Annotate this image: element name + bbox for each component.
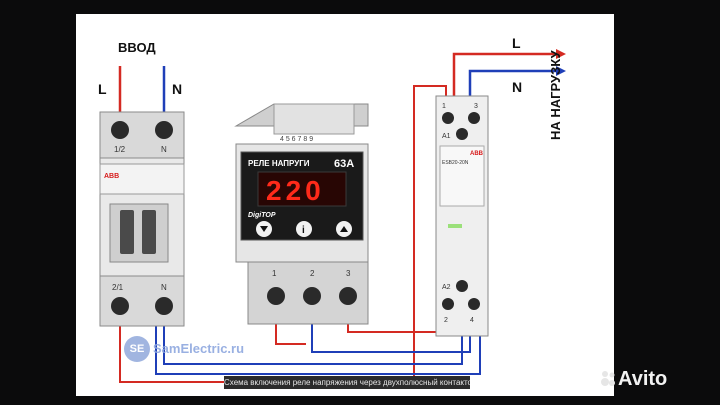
relay-screw-icon: [339, 287, 357, 305]
avito-logo-icon: [601, 371, 615, 386]
output-l-label: L: [512, 35, 521, 51]
relay-top-numbers: 4 5 6 7 8 9: [280, 136, 313, 143]
contactor-term-label: 2: [444, 317, 448, 324]
relay-rating: 63A: [334, 158, 354, 170]
avito-logo: Avito: [618, 368, 668, 390]
info-icon: i: [302, 225, 305, 236]
arrow-up-icon: [340, 226, 348, 232]
contactor-indicator: [448, 224, 462, 228]
caption: Схема включения реле напряжения через дв…: [224, 376, 470, 389]
breaker-screw-icon: [111, 297, 129, 315]
relay-title: РЕЛЕ НАПРУГИ: [248, 159, 310, 168]
relay-brand: DigiTOP: [248, 212, 276, 219]
relay-display: [257, 171, 347, 207]
breaker-screw-icon: [111, 121, 129, 139]
relay-term-label: 3: [346, 269, 351, 278]
contactor-coil-label: A1: [442, 133, 451, 140]
diagram-screen: ВВОД L N 1/2 N ABB 2/1 N 4 5 6 7 8 9 РЕЛ…: [76, 14, 614, 396]
breaker-screw-icon: [155, 121, 173, 139]
input-l-label: L: [98, 81, 107, 97]
output-phase-arrow: [556, 49, 566, 59]
input-label: ВВОД: [118, 40, 156, 55]
contactor-neutral-wire: [155, 314, 481, 375]
relay-voltage-readout: 220: [266, 175, 325, 206]
contactor-term-label: 1: [442, 103, 446, 110]
contactor-screw-icon: [442, 112, 454, 124]
contactor-screw-icon: [468, 298, 480, 310]
contactor-screw-icon: [442, 298, 454, 310]
breaker-term-label: N: [161, 283, 167, 292]
output-n-label: N: [512, 79, 522, 95]
relay-term-label: 2: [310, 269, 315, 278]
neutral-feed-wire: [163, 314, 463, 365]
voltage-relay: 4 5 6 7 8 9 РЕЛЕ НАПРУГИ 63A 220 DigiTOP…: [234, 103, 369, 325]
contactor-screw-icon: [468, 112, 480, 124]
contactor-term-label: 4: [470, 317, 474, 324]
breaker-term-label: 1/2: [114, 145, 126, 154]
wiring-diagram: ВВОД L N 1/2 N ABB 2/1 N 4 5 6 7 8 9 РЕЛ…: [98, 35, 566, 383]
watermark-badge: SE: [124, 336, 150, 362]
input-n-label: N: [172, 81, 182, 97]
contactor-screw-icon: [456, 280, 468, 292]
output-neutral-arrow: [556, 66, 566, 76]
breaker-screw-icon: [155, 297, 173, 315]
breaker-term-label: 2/1: [112, 283, 124, 292]
contactor-term-label: 3: [474, 103, 478, 110]
breaker-toggle[interactable]: [142, 210, 156, 254]
contactor-coil-label: A2: [442, 284, 451, 291]
watermark-text: SamElectric.ru: [153, 341, 245, 356]
relay-term-label: 1: [272, 269, 277, 278]
circuit-breaker: 1/2 N ABB 2/1 N: [99, 111, 185, 327]
output-phase-wire: [452, 52, 556, 96]
to-load-label: НА НАГРУЗКУ: [548, 49, 563, 140]
relay-screw-icon: [267, 287, 285, 305]
phase-feed-wire: [119, 85, 447, 383]
contactor: 1 3 A1 ABB ESB20-20N A2 2 4: [435, 95, 489, 337]
breaker-term-label: N: [161, 145, 167, 154]
contactor-model: ESB20-20N: [442, 160, 469, 166]
breaker-brand: ABB: [104, 173, 119, 180]
contactor-screw-icon: [456, 128, 468, 140]
relay-screw-icon: [303, 287, 321, 305]
arrow-down-icon: [260, 226, 268, 232]
breaker-toggle[interactable]: [120, 210, 134, 254]
info-button[interactable]: [296, 221, 312, 237]
contactor-brand: ABB: [470, 151, 484, 157]
output-neutral-wire: [468, 69, 556, 96]
